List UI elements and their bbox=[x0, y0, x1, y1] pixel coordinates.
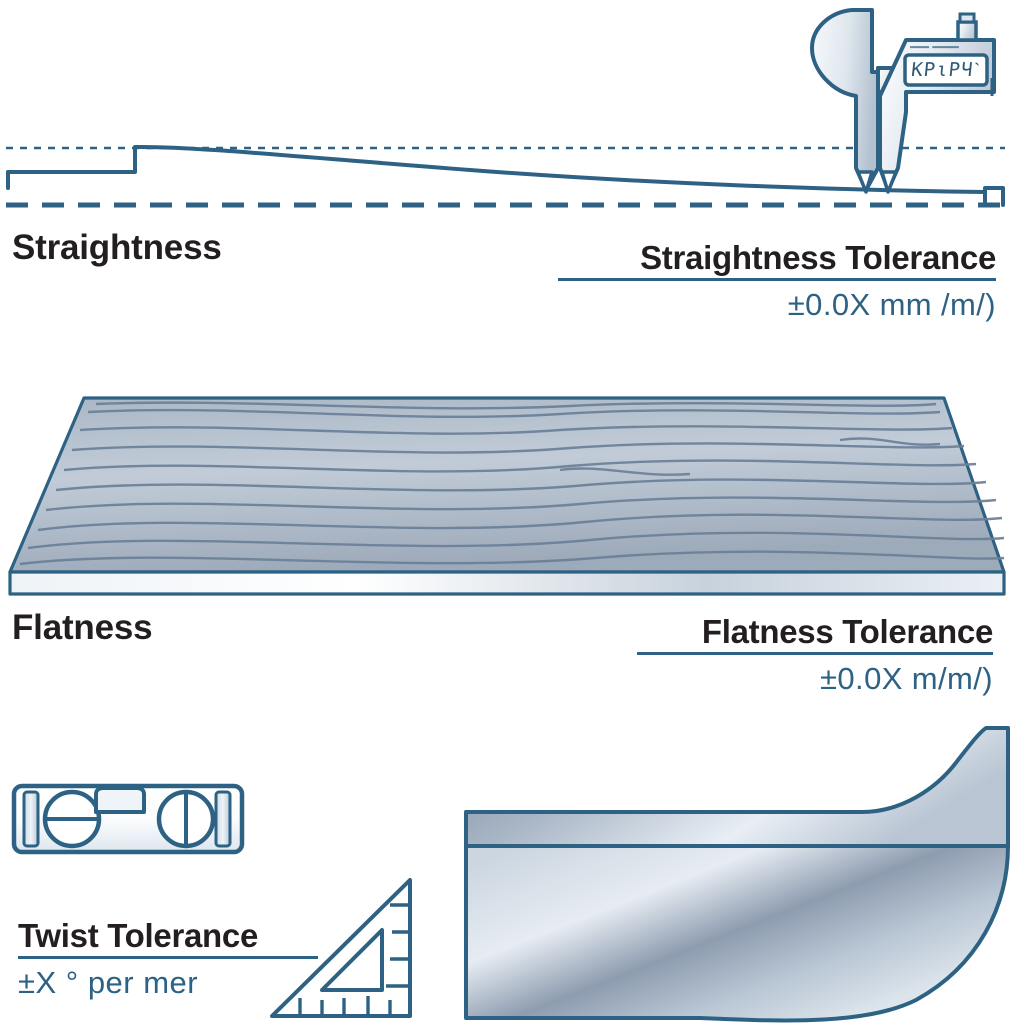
caliper-thumb-screw bbox=[956, 20, 978, 42]
spirit-level-center-window bbox=[94, 786, 146, 814]
flatness-contour-lines bbox=[19, 401, 1005, 566]
straightness-tolerance-block: Straightness Tolerance ±0.0X mm /m/) bbox=[558, 240, 996, 323]
straightness-tolerance-value: ±0.0X mm /m/) bbox=[787, 286, 996, 322]
set-square-inner-cutout bbox=[320, 928, 384, 992]
twist-tolerance-title: Twist Tolerance bbox=[18, 917, 259, 954]
spirit-level-end-cap-right bbox=[214, 790, 232, 848]
flatness-tolerance-block: Flatness Tolerance ±0.0X m/m/) bbox=[637, 614, 993, 697]
flatness-tolerance-rule bbox=[637, 651, 993, 655]
twisted-plate-top-face bbox=[464, 726, 1010, 848]
flatness-tolerance-title: Flatness Tolerance bbox=[701, 613, 993, 650]
flatness-tolerance-value: ±0.0X m/m/) bbox=[820, 660, 993, 696]
spirit-level-end-cap-left bbox=[22, 790, 40, 848]
straightness-tolerance-title: Straightness Tolerance bbox=[640, 239, 996, 276]
straightness-label: Straightness bbox=[12, 228, 222, 267]
caliper-fixed-jaw bbox=[810, 8, 880, 192]
caliper-display-bezel bbox=[903, 53, 989, 87]
flatness-plate-group bbox=[8, 396, 1006, 596]
set-square-icon bbox=[270, 878, 412, 1018]
twist-tolerance-block: Twist Tolerance ±X ° per mer bbox=[18, 918, 318, 1001]
straightness-tolerance-rule bbox=[558, 277, 996, 281]
caliper-thumb-screw-cap bbox=[958, 12, 976, 24]
caliper-lcd-readout: KPιPЧˋ bbox=[910, 58, 982, 81]
flatness-plate-front-edge bbox=[8, 570, 1006, 596]
set-square-outline bbox=[270, 878, 412, 1018]
twist-tolerance-value: ±X ° per mer bbox=[18, 964, 199, 1000]
set-square-tick-marks bbox=[298, 903, 410, 1016]
caliper-lower-tip-left bbox=[856, 170, 874, 194]
digital-caliper-icon bbox=[810, 8, 996, 194]
caliper-lower-tip-right bbox=[880, 170, 898, 194]
flatness-label: Flatness bbox=[12, 608, 153, 647]
caliper-lcd-secondary-readout: ▬▬▬▬▬ ▬▬▬▬▬▬▬ bbox=[910, 43, 959, 50]
twisted-plate-body bbox=[464, 844, 1010, 1023]
twist-tolerance-rule bbox=[18, 955, 318, 959]
spirit-level-icon bbox=[11, 783, 245, 855]
twisted-plate-icon bbox=[464, 726, 1010, 1023]
straightness-deviation-outline bbox=[6, 144, 1005, 207]
